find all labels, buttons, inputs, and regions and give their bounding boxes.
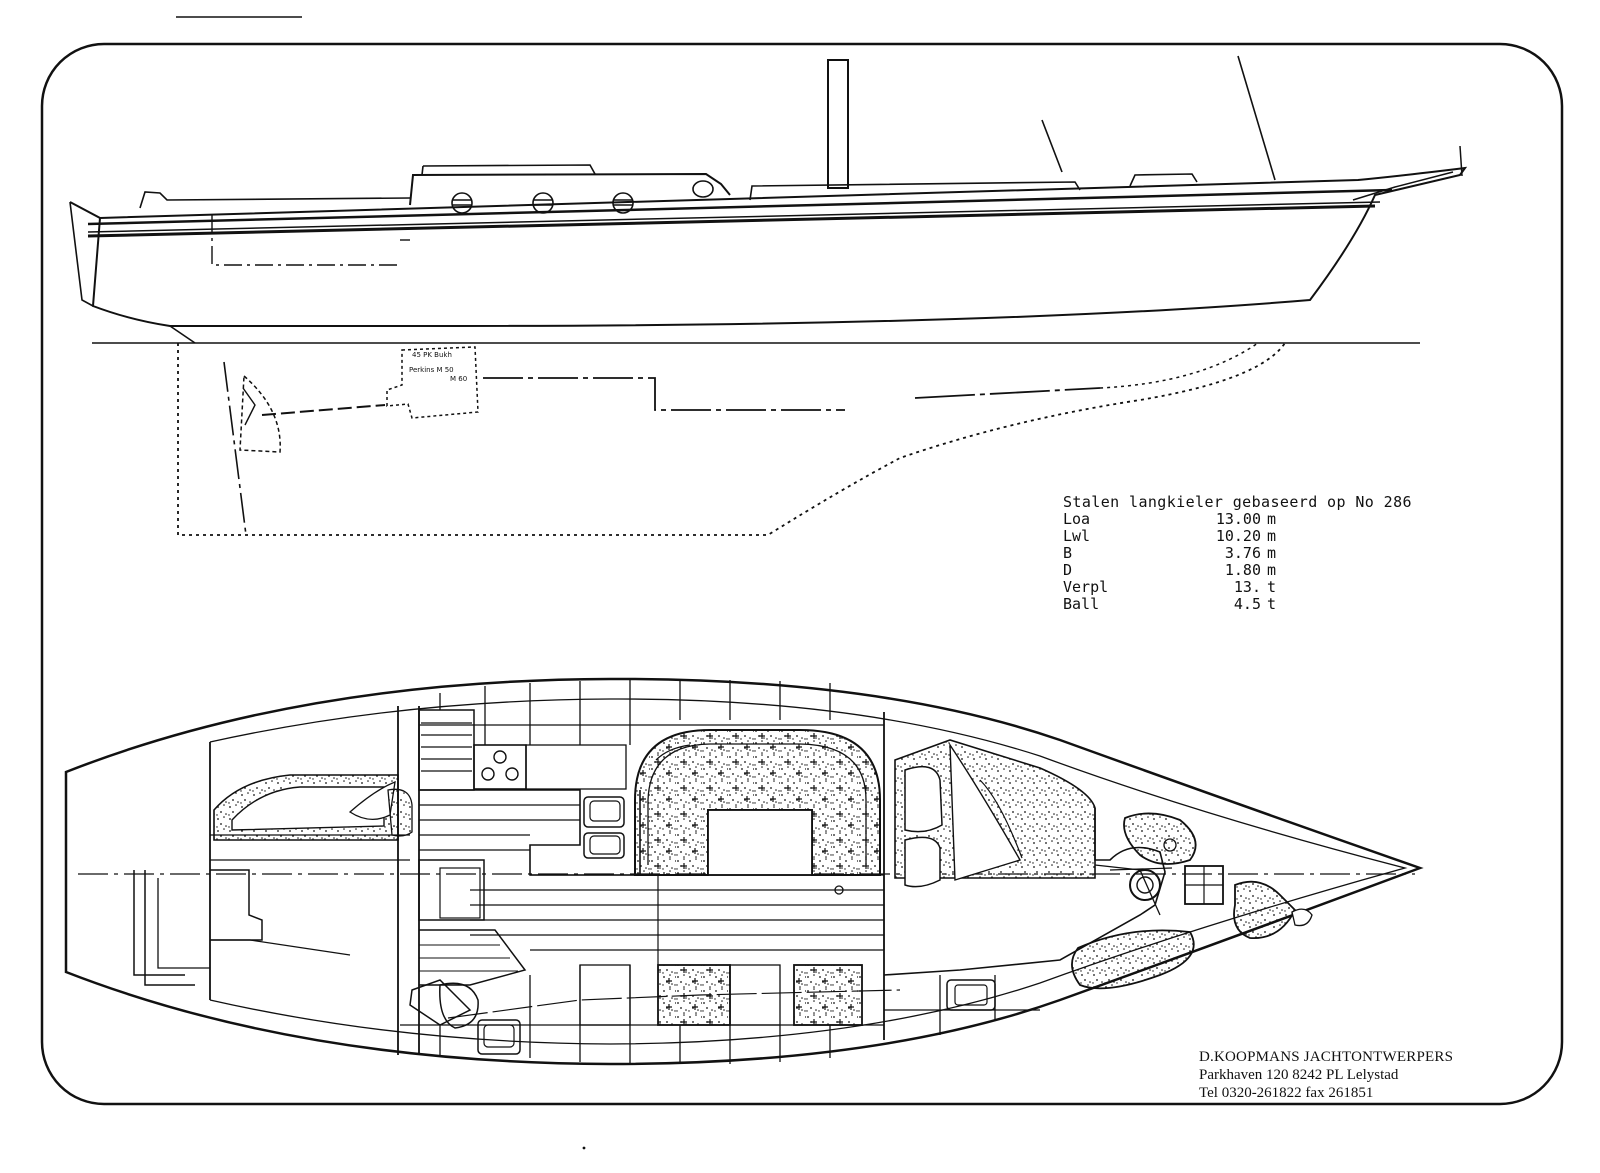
spec-unit: t xyxy=(1267,578,1277,596)
engine-label: 45 PK Bukh Perkins M 50 M 60 xyxy=(409,351,467,383)
spec-value: 13. xyxy=(1233,578,1261,596)
designer-address: Parkhaven 120 8242 PL Lelystad xyxy=(1199,1067,1399,1083)
sheet-border xyxy=(40,42,1564,1106)
spec-label: Ball xyxy=(1063,595,1100,613)
spec-label: Verpl xyxy=(1063,578,1109,596)
spec-row: Loa 13.00 m xyxy=(1063,511,1412,528)
spec-unit: m xyxy=(1267,561,1277,579)
engine-label-line3: M 60 xyxy=(450,375,467,383)
specs-title: Stalen langkieler gebaseerd op No 286 xyxy=(1063,493,1412,511)
plan-view xyxy=(64,677,1424,1066)
engine-label-line2: Perkins M 50 xyxy=(409,366,454,374)
designer-contact: Tel 0320-261822 fax 261851 xyxy=(1199,1085,1374,1101)
spec-value: 10.20 xyxy=(1215,527,1261,545)
spec-row: Ball 4.5 t xyxy=(1063,596,1412,613)
spec-value: 4.5 xyxy=(1233,595,1261,613)
spec-row: Verpl 13. t xyxy=(1063,579,1412,596)
spec-label: B xyxy=(1063,544,1073,562)
spec-label: Loa xyxy=(1063,510,1091,528)
spec-row: B 3.76 m xyxy=(1063,545,1412,562)
keel-outline xyxy=(169,325,1286,536)
engine-label-line1: 45 PK Bukh xyxy=(412,351,452,359)
spec-row: D 1.80 m xyxy=(1063,562,1412,579)
spec-unit: m xyxy=(1267,510,1277,528)
spec-unit: t xyxy=(1267,595,1277,613)
spec-value: 3.76 xyxy=(1224,544,1261,562)
designer-name: D.KOOPMANS JACHTONTWERPERS xyxy=(1199,1049,1454,1065)
designer-block: D.KOOPMANS JACHTONTWERPERS Parkhaven 120… xyxy=(1199,1048,1453,1102)
spec-unit: m xyxy=(1267,544,1277,562)
spec-value: 1.80 xyxy=(1224,561,1261,579)
specs-table: Stalen langkieler gebaseerd op No 286 Lo… xyxy=(1063,494,1412,613)
spec-value: 13.00 xyxy=(1215,510,1261,528)
portholes xyxy=(451,180,714,214)
spec-row: Lwl 10.20 m xyxy=(1063,528,1412,545)
spec-label: D xyxy=(1063,561,1073,579)
side-profile xyxy=(69,55,1468,344)
spec-label: Lwl xyxy=(1063,527,1091,545)
spec-unit: m xyxy=(1267,527,1277,545)
